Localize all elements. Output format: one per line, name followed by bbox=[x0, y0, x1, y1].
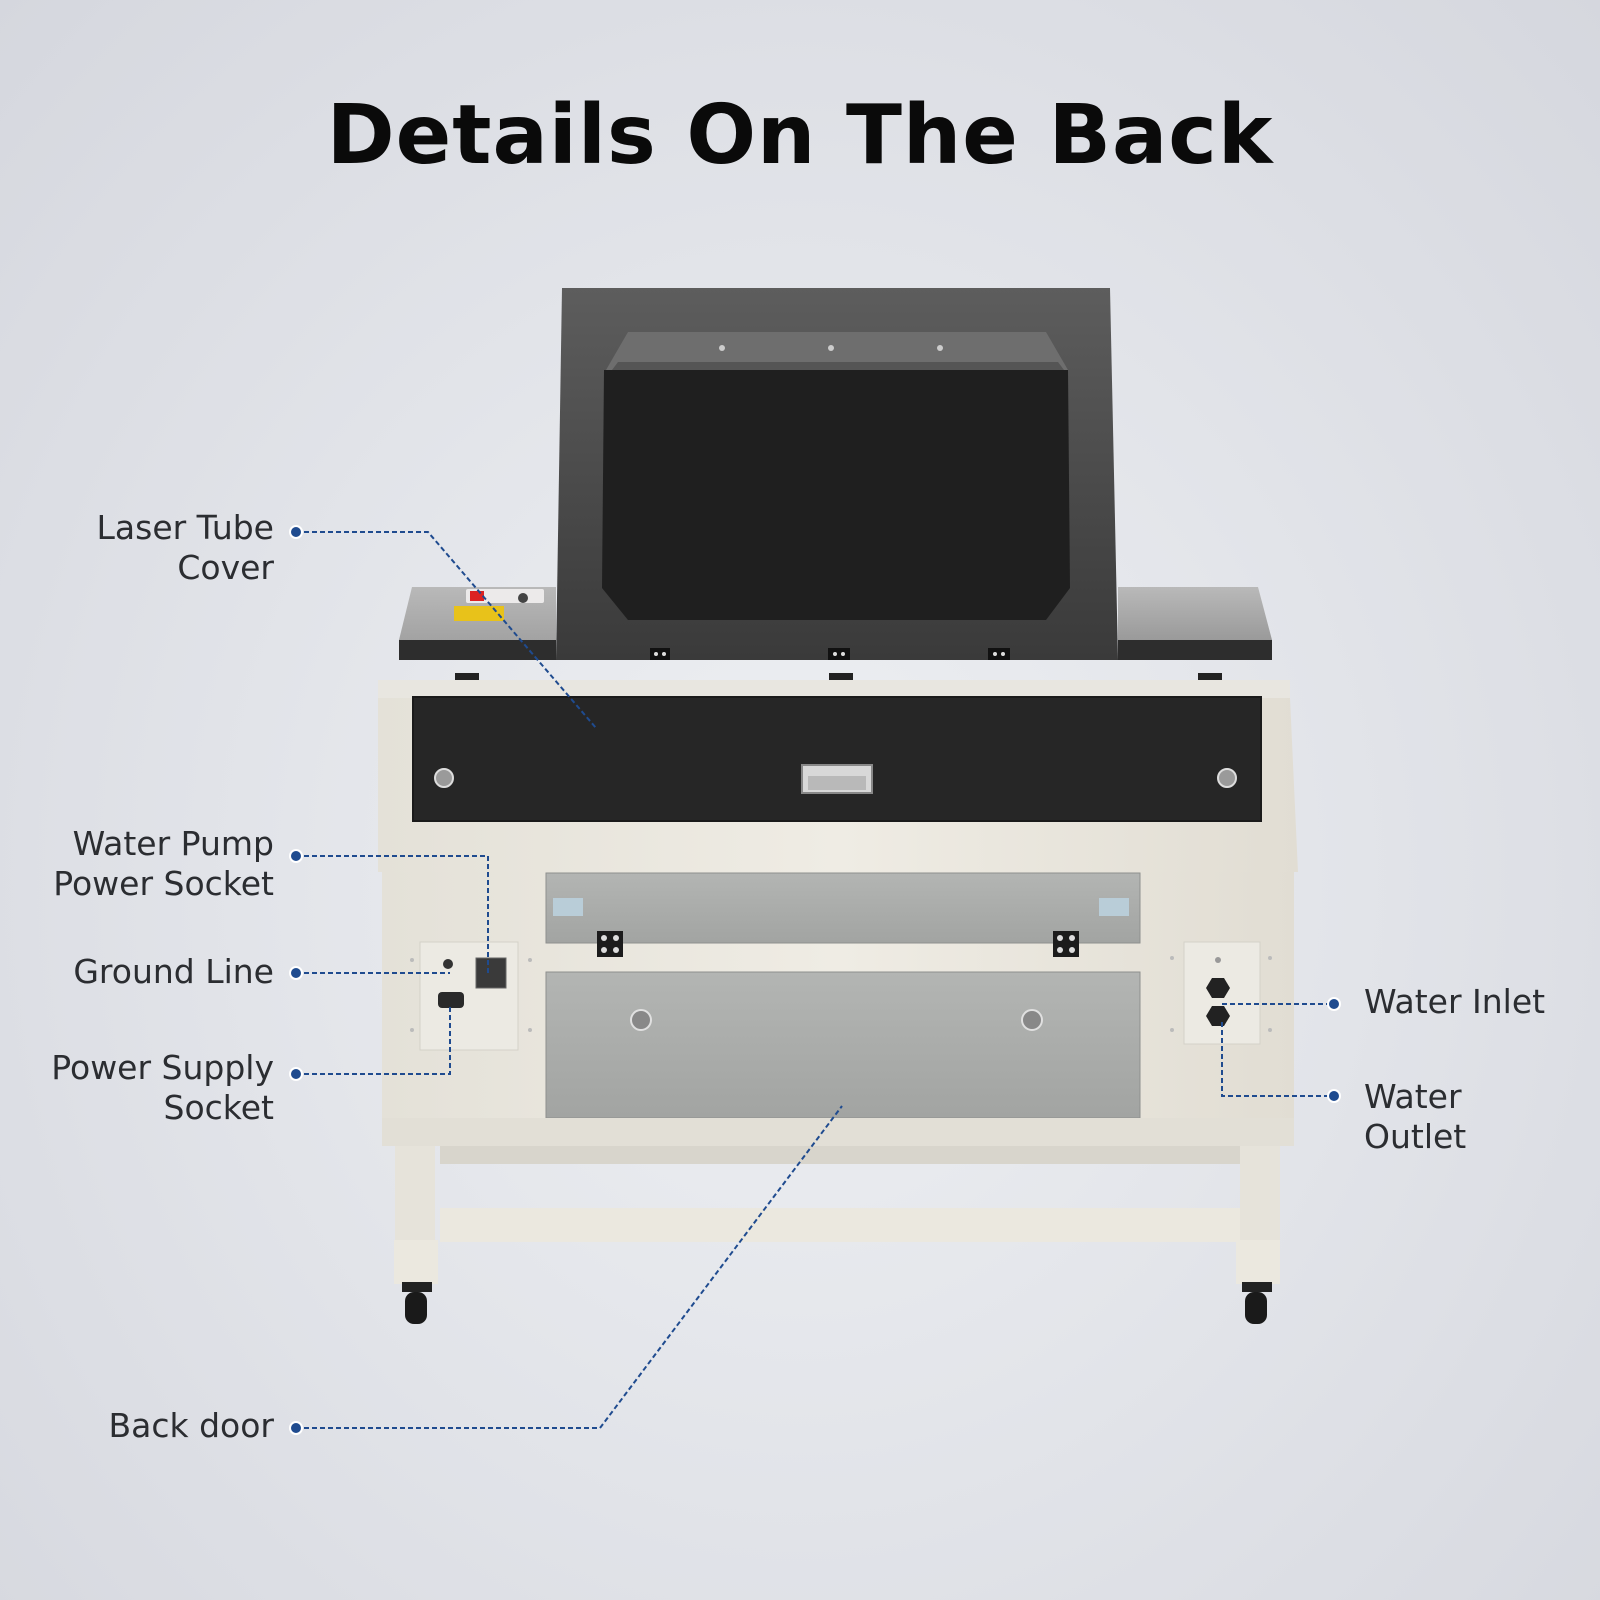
callout-label-water-inlet: Water Inlet bbox=[1364, 982, 1546, 1021]
callout-dot-power-supply bbox=[289, 1067, 303, 1081]
leader-water-outlet bbox=[1221, 1022, 1334, 1097]
callout-label-ground-line: Ground Line bbox=[73, 952, 274, 991]
callout-label-water-pump-power-socket: Water Pump Power Socket bbox=[53, 824, 274, 903]
callout-dot-water-outlet bbox=[1327, 1089, 1341, 1103]
rear-dark-panel bbox=[413, 697, 1261, 821]
leader-power-supply bbox=[296, 1006, 451, 1075]
callout-dot-laser-tube-cover bbox=[289, 525, 303, 539]
callout-label-back-door: Back door bbox=[108, 1406, 275, 1445]
callout-label-laser-tube-cover: Laser Tube Cover bbox=[96, 508, 274, 587]
callout-dot-back-door bbox=[289, 1421, 303, 1435]
leader-laser-tube-cover bbox=[296, 531, 597, 729]
laser-tube-cover-lid bbox=[556, 288, 1118, 660]
back-door-panel bbox=[545, 971, 1141, 1119]
page-title: Details On The Back bbox=[326, 88, 1274, 183]
leader-back-door bbox=[296, 1105, 843, 1429]
callout-dot-ground-line bbox=[289, 966, 303, 980]
callout-label-power-supply-socket: Power Supply Socket bbox=[51, 1048, 274, 1127]
callout-label-water-outlet: Water Outlet bbox=[1364, 1077, 1467, 1156]
leader-water-pump bbox=[296, 855, 489, 974]
callout-dot-water-pump bbox=[289, 849, 303, 863]
callout-dot-water-inlet bbox=[1327, 997, 1341, 1011]
